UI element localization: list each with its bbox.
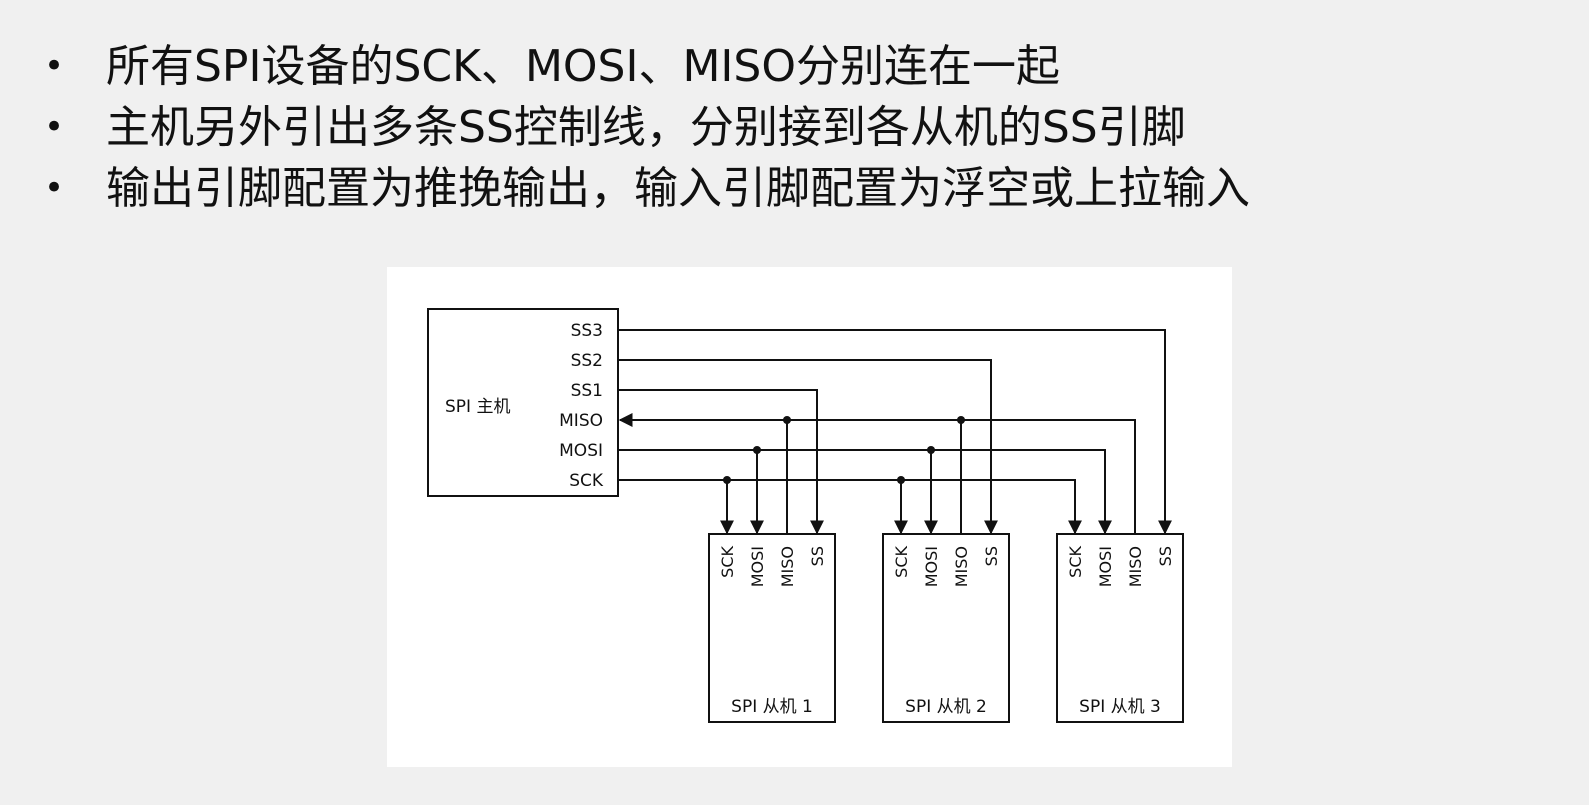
slave-2-label: SPI 从机 2 <box>905 697 987 717</box>
slave-2-box <box>882 533 1010 723</box>
bullet-text: 输出引脚配置为推挽输出，输入引脚配置为浮空或上拉输入 <box>106 163 1250 214</box>
slave-3-pin-mosi: MOSI <box>1096 546 1115 587</box>
slave-3-pin-miso: MISO <box>1126 546 1145 587</box>
master-label: SPI 主机 <box>445 397 510 417</box>
mosi-junction-1 <box>753 446 761 454</box>
bullet-item: • 所有SPI设备的SCK、MOSI、MISO分别连在一起 <box>0 36 1589 97</box>
bullet-text: 所有SPI设备的SCK、MOSI、MISO分别连在一起 <box>106 41 1060 92</box>
bullet-text: 主机另外引出多条SS控制线，分别接到各从机的SS引脚 <box>106 102 1186 153</box>
miso-junction-2 <box>957 416 965 424</box>
slave-2-pin-mosi: MOSI <box>922 546 941 587</box>
master-pin-sck: SCK <box>569 471 604 491</box>
master-pin-ss3: SS3 <box>571 321 603 341</box>
slave-2-pin-ss: SS <box>982 546 1001 566</box>
slave-1-pin-sck: SCK <box>718 546 737 578</box>
bullet-dot-icon: • <box>44 46 65 86</box>
bullet-item: • 输出引脚配置为推挽输出，输入引脚配置为浮空或上拉输入 <box>0 158 1589 219</box>
slave-1-box <box>708 533 836 723</box>
slave-2-pin-sck: SCK <box>892 546 911 578</box>
slave-2-pin-miso: MISO <box>952 546 971 587</box>
spi-wiring-diagram: SPI 主机 SS3 SS2 SS1 MISO MOSI SCK <box>387 267 1232 767</box>
master-pin-mosi: MOSI <box>559 441 603 461</box>
bullet-list: • 所有SPI设备的SCK、MOSI、MISO分别连在一起 • 主机另外引出多条… <box>0 36 1589 219</box>
miso-bus-line <box>618 413 1136 533</box>
mosi-bus-line <box>618 449 1112 535</box>
master-pin-miso: MISO <box>559 411 603 431</box>
slave-3-pin-ss: SS <box>1156 546 1175 566</box>
slave-1-pin-mosi: MOSI <box>748 546 767 587</box>
ss3-line <box>618 329 1172 535</box>
master-pin-ss1: SS1 <box>571 381 603 401</box>
slave-1-label: SPI 从机 1 <box>731 697 813 717</box>
master-pin-ss2: SS2 <box>571 351 603 371</box>
slave-3-label: SPI 从机 3 <box>1079 697 1161 717</box>
bullet-dot-icon: • <box>44 168 65 208</box>
slave-3-box <box>1056 533 1184 723</box>
diagram-canvas: SPI 主机 SS3 SS2 SS1 MISO MOSI SCK <box>427 308 1184 723</box>
sck-junction-2 <box>897 476 905 484</box>
sck-bus-line <box>618 479 1082 535</box>
ss2-line <box>618 359 998 535</box>
bullet-dot-icon: • <box>44 107 65 147</box>
mosi-junction-2 <box>927 446 935 454</box>
slave-1-pin-miso: MISO <box>778 546 797 587</box>
slave-3-pin-sck: SCK <box>1066 546 1085 578</box>
master-box <box>427 308 619 497</box>
miso-junction-1 <box>783 416 791 424</box>
sck-junction-1 <box>723 476 731 484</box>
ss1-line <box>618 389 824 535</box>
bullet-item: • 主机另外引出多条SS控制线，分别接到各从机的SS引脚 <box>0 97 1589 158</box>
slave-1-pin-ss: SS <box>808 546 827 566</box>
